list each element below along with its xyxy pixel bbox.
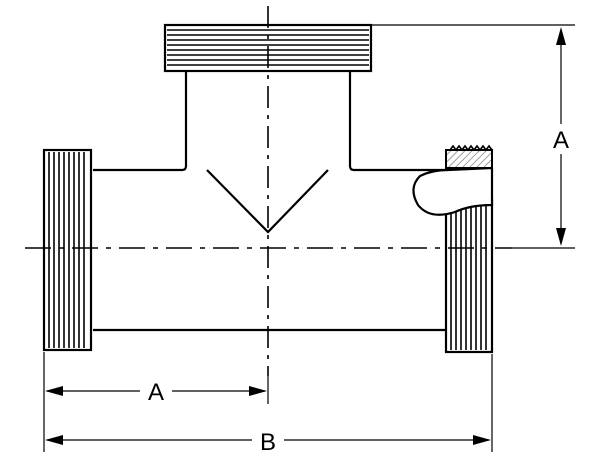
dimension-a-vertical: A — [548, 27, 574, 246]
dimension-label-a-vertical: A — [553, 127, 569, 154]
dimension-label-b: B — [260, 429, 276, 456]
extension-lines — [43, 24, 575, 452]
center-lines — [25, 6, 512, 376]
cutaway-section — [412, 144, 494, 216]
dimension-a-horizontal: A — [45, 376, 267, 406]
dimension-label-a-horizontal: A — [148, 379, 164, 406]
internal-chevron — [206, 169, 329, 234]
tee-body — [93, 70, 448, 332]
right-threaded-end — [444, 198, 494, 354]
left-threaded-end — [42, 148, 93, 352]
dimension-b-horizontal: B — [45, 425, 491, 456]
